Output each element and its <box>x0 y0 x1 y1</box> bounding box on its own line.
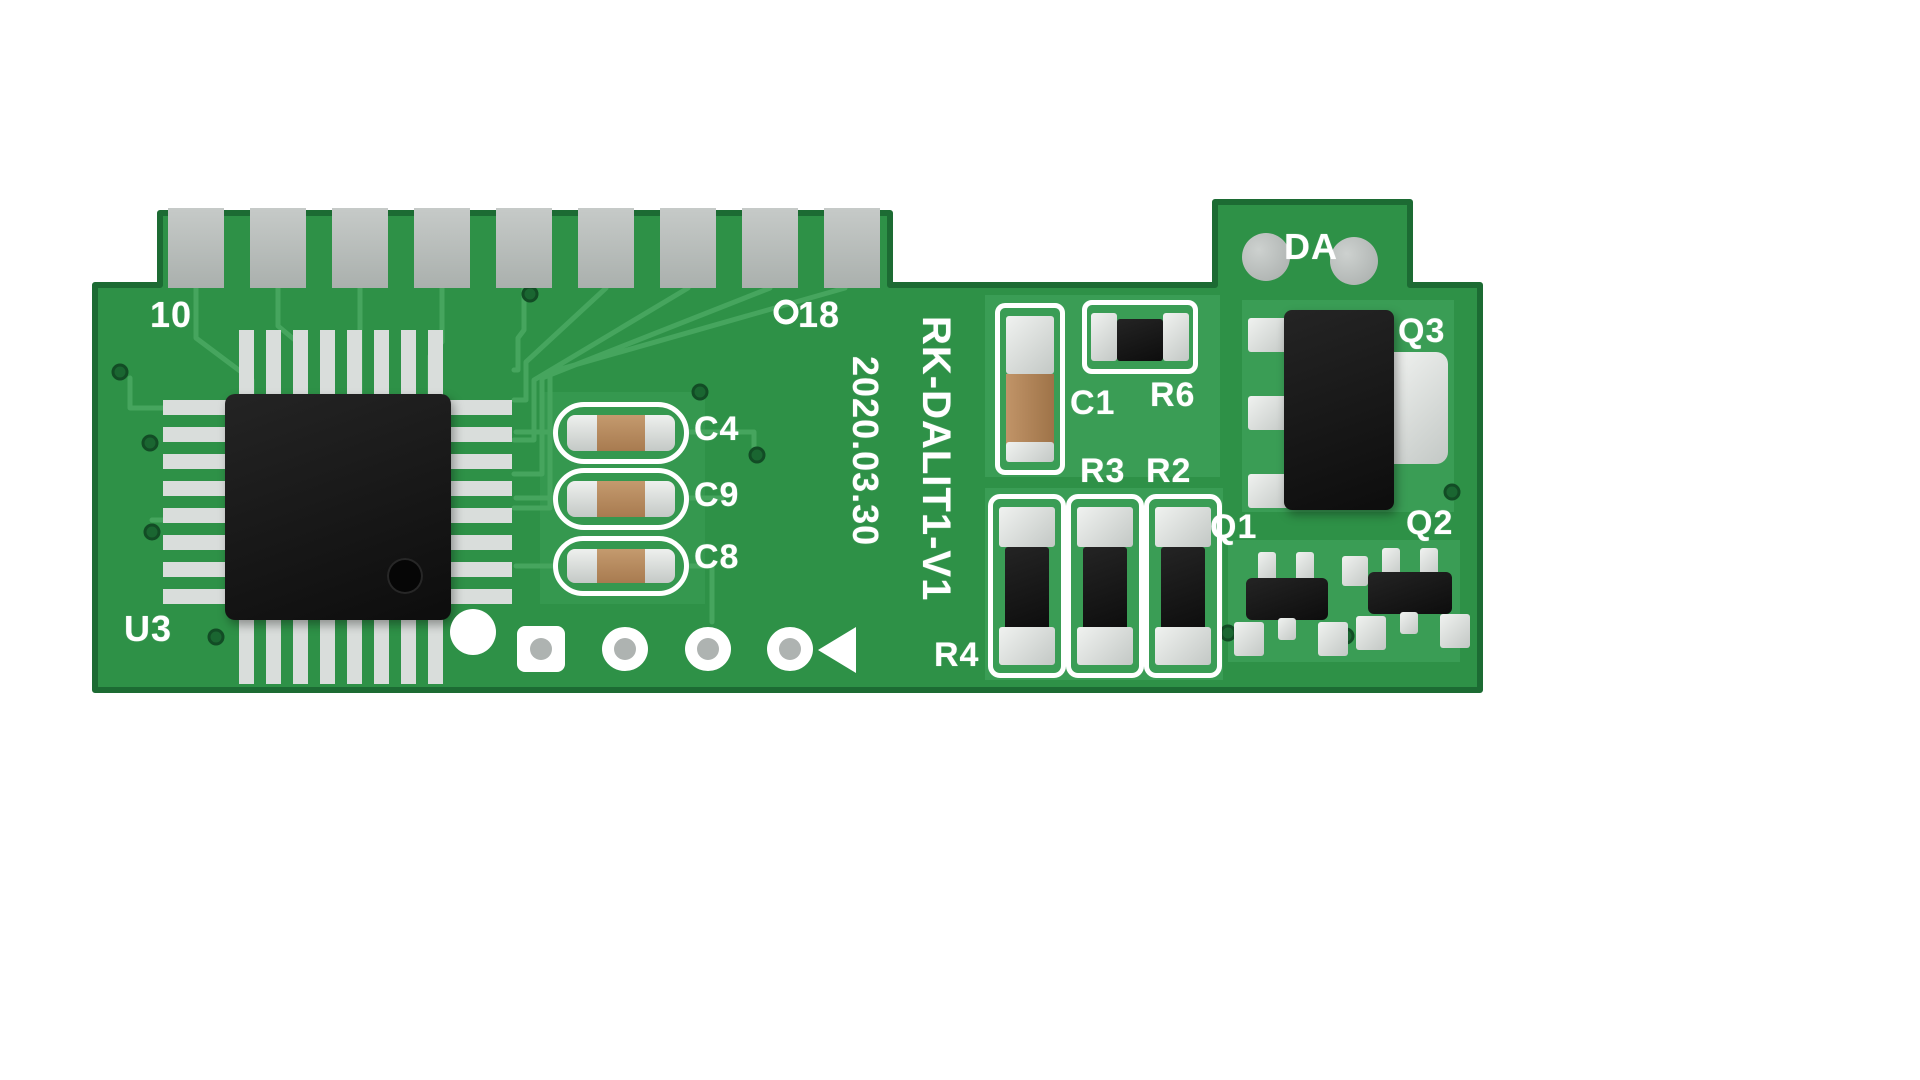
resistor-body <box>1083 547 1127 631</box>
q3-body <box>1284 310 1394 510</box>
test-pad-round <box>602 627 648 671</box>
edge-pad <box>660 208 716 288</box>
edge-pad <box>496 208 552 288</box>
capacitor-terminal <box>1006 316 1054 374</box>
label-c1: C1 <box>1070 384 1116 422</box>
capacitor-body <box>567 481 675 517</box>
label-c8: C8 <box>694 538 740 576</box>
resistor-terminal <box>1155 507 1211 547</box>
label-r6: R6 <box>1150 376 1196 414</box>
capacitor-body <box>1006 374 1054 444</box>
edge-pad <box>332 208 388 288</box>
label-q3: Q3 <box>1398 312 1446 350</box>
silkscreen-ring <box>773 299 799 325</box>
resistor-body <box>1117 319 1163 361</box>
solder-pad <box>1356 616 1386 650</box>
ic-pin1-dimple <box>387 558 423 594</box>
edge-pad <box>824 208 880 288</box>
capacitor-c1 <box>995 303 1065 475</box>
capacitor-c4 <box>553 402 689 464</box>
resistor-terminal <box>1077 507 1133 547</box>
q2-lead <box>1420 548 1438 578</box>
solder-pad <box>1234 622 1264 656</box>
solder-pad <box>1342 556 1368 586</box>
label-board-model: RK-DALIT1-V1 <box>914 316 958 602</box>
resistor-r4 <box>988 494 1066 678</box>
q3-tab <box>1390 352 1448 464</box>
resistor-body <box>1161 547 1205 631</box>
ic-leads-top <box>239 330 451 398</box>
q1-lead <box>1296 552 1314 582</box>
q3-lead <box>1248 396 1290 430</box>
da-pad-right <box>1330 237 1378 285</box>
q1-lead <box>1278 618 1296 640</box>
label-q2: Q2 <box>1406 504 1454 542</box>
resistor-terminal <box>1155 627 1211 665</box>
test-pad-round <box>767 627 813 671</box>
ic-leads-bottom <box>239 618 451 684</box>
ic-leads-left <box>163 400 227 612</box>
q2-lead <box>1382 548 1400 578</box>
capacitor-body <box>567 415 675 451</box>
label-da: DA <box>1284 226 1338 267</box>
label-pin10: 10 <box>150 294 193 335</box>
capacitor-c9 <box>553 468 689 530</box>
arrow-marker-icon <box>818 627 856 673</box>
label-r2: R2 <box>1146 452 1192 490</box>
white-dot-pad <box>450 609 496 655</box>
edge-pad <box>250 208 306 288</box>
resistor-r3 <box>1066 494 1144 678</box>
da-pad-left <box>1242 233 1290 281</box>
resistor-r6 <box>1082 300 1198 374</box>
test-pad-square <box>517 626 565 672</box>
label-board-date: 2020.03.30 <box>845 356 886 547</box>
resistor-terminal <box>1077 627 1133 665</box>
q3-lead <box>1248 474 1290 508</box>
label-pin18: 18 <box>798 294 841 335</box>
capacitor-terminal <box>1006 442 1054 462</box>
resistor-terminal <box>999 627 1055 665</box>
q1-lead <box>1258 552 1276 582</box>
edge-pad <box>168 208 224 288</box>
ic-leads-right <box>448 400 512 612</box>
resistor-r2 <box>1144 494 1222 678</box>
capacitor-c8 <box>553 536 689 596</box>
label-c4: C4 <box>694 410 740 448</box>
solder-pad <box>1440 614 1470 648</box>
label-c9: C9 <box>694 476 740 514</box>
capacitor-body <box>567 549 675 583</box>
edge-pad <box>578 208 634 288</box>
label-u3: U3 <box>124 608 173 649</box>
edge-pad <box>742 208 798 288</box>
solder-pad <box>1318 622 1348 656</box>
edge-pad <box>414 208 470 288</box>
label-r4: R4 <box>934 636 980 674</box>
label-q1: Q1 <box>1210 508 1258 546</box>
test-pad-round <box>685 627 731 671</box>
resistor-body <box>1005 547 1049 631</box>
q1-body <box>1246 578 1328 620</box>
label-r3: R3 <box>1080 452 1126 490</box>
resistor-terminal <box>1163 313 1189 361</box>
q2-body <box>1368 572 1452 614</box>
q3-lead <box>1248 318 1290 352</box>
ic-body <box>225 394 451 620</box>
resistor-terminal <box>1091 313 1117 361</box>
q2-lead <box>1400 612 1418 634</box>
resistor-terminal <box>999 507 1055 547</box>
